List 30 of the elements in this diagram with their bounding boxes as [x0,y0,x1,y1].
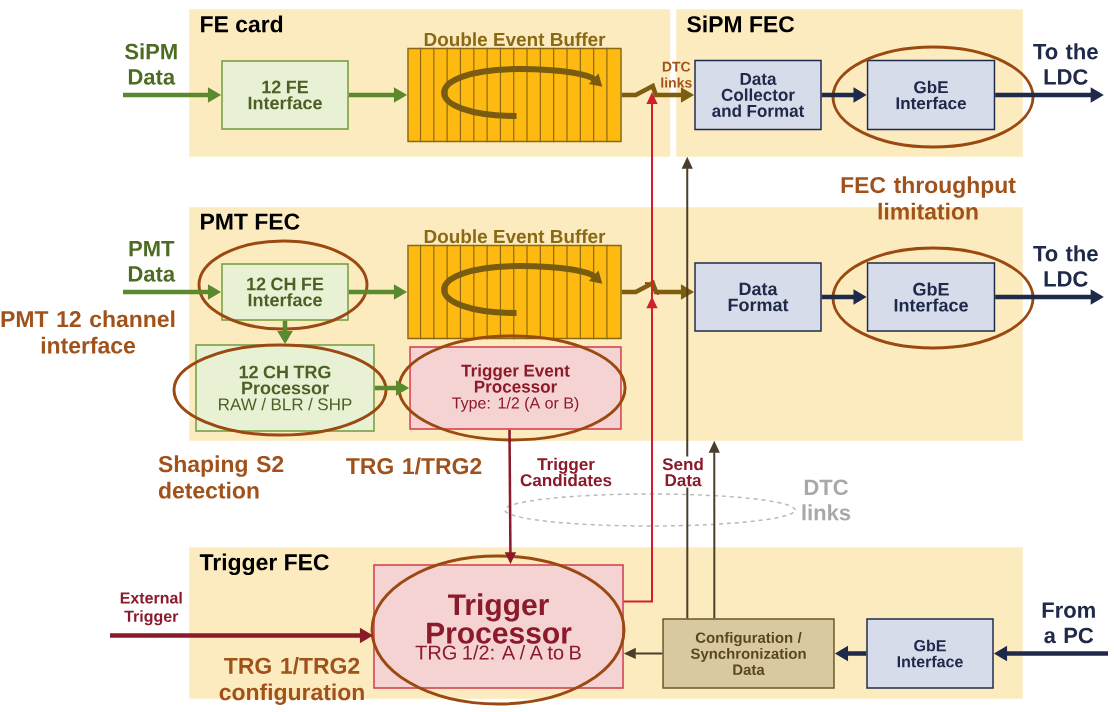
event-buffer: Double Event Buffer [407,229,622,340]
process-box: 12 CH FE Interface [221,263,349,321]
annotation-label: PMT 12 channel interface [1,310,175,354]
io-label: From a PC [1042,602,1095,644]
interface-box: Data Format [694,262,822,332]
interface-box: GbE Interface [866,59,996,131]
config-box: Configuration / Synchronization Data [662,618,835,689]
link-label: DTC links [802,479,851,521]
annotation-label: FEC throughput limitation [841,176,1016,220]
io-label: To the LDC [1033,43,1098,85]
io-label: External Trigger [120,591,182,626]
io-label: PMT Data [128,241,176,282]
event-buffer: Double Event Buffer [407,32,622,143]
interface-box: Data Collector and Format [694,59,822,131]
io-label: To the LDC [1033,245,1098,287]
annotation-label: TRG 1/TRG2 configuration [219,657,364,705]
processor-box: Trigger Processor TRG 1/2: A / A to B [373,564,624,689]
process-box: 12 FE Interface [221,60,349,130]
node-label: Double Event Buffer [424,32,606,47]
interface-box: GbE Interface [866,618,994,689]
processor-box: Trigger Event Processor Type: 1/2 (A or B) [409,346,622,430]
process-box: 12 CH TRG Processor RAW / BLR / SHP [195,344,375,432]
annotation-label: Shaping S2 detection [158,455,284,499]
io-label: DTC links [661,61,692,88]
interface-box: GbE Interface [866,262,996,332]
annotation-label: TRG 1/TRG2 [346,457,482,475]
io-label: SiPM Data [125,43,177,85]
node-label: Double Event Buffer [424,229,606,244]
edge-label: Trigger Candidates [514,456,618,488]
edge-label: Send Data [653,456,713,488]
